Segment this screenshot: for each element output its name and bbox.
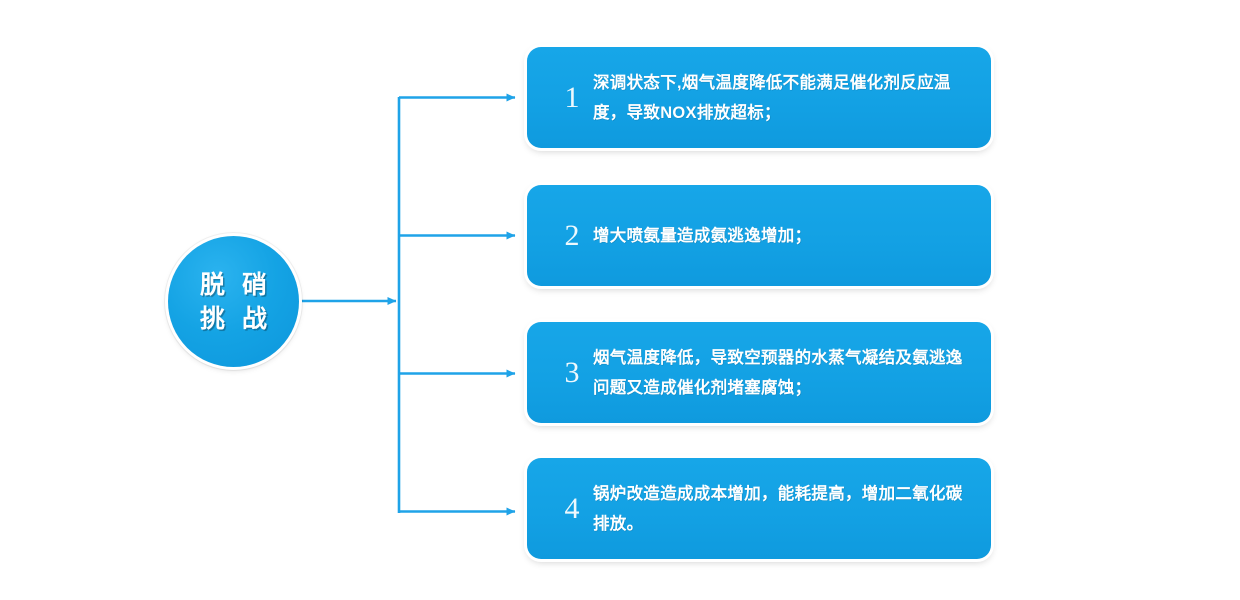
item-number-3: 3 <box>564 355 580 389</box>
hub-title-line-2: 挑 战 <box>200 304 272 333</box>
item-box-2[interactable]: 2 增大喷氨量造成氨逃逸增加； <box>527 185 991 286</box>
item-box-4[interactable]: 4 锅炉改造造成成本增加，能耗提高，增加二氧化碳排放。 <box>527 458 991 559</box>
item-text-2: 增大喷氨量造成氨逃逸增加； <box>593 226 812 245</box>
item-text-4: 锅炉改造造成成本增加，能耗提高，增加二氧化碳排放。 <box>593 484 963 533</box>
item-text-1: 深调状态下,烟气温度降低不能满足催化剂反应温度，导致NOX排放超标； <box>593 73 951 122</box>
item-number-4: 4 <box>564 491 580 525</box>
item-number-1: 1 <box>564 80 580 114</box>
item-box-1[interactable]: 1 深调状态下,烟气温度降低不能满足催化剂反应温度，导致NOX排放超标； <box>527 47 991 148</box>
item-text-3: 烟气温度降低，导致空预器的水蒸气凝结及氨逃逸问题又造成催化剂堵塞腐蚀； <box>593 348 963 397</box>
item-number-2: 2 <box>564 218 580 252</box>
hub-circle[interactable]: 脱 硝 挑 战 <box>168 236 299 367</box>
hub-title-line-1: 脱 硝 <box>200 270 272 299</box>
item-box-3[interactable]: 3 烟气温度降低，导致空预器的水蒸气凝结及氨逃逸问题又造成催化剂堵塞腐蚀； <box>527 322 991 423</box>
